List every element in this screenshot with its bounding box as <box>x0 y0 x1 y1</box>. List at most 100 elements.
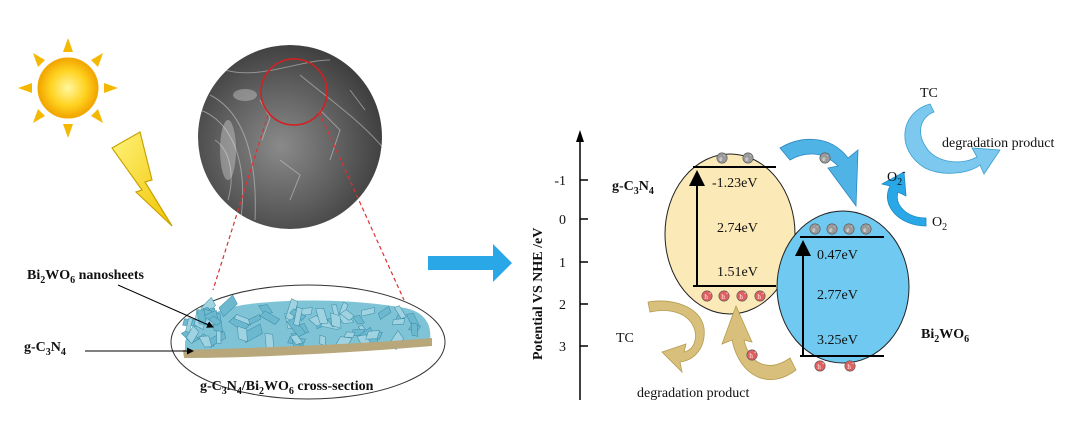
bwo-name-label: Bi2WO6 <box>921 327 969 345</box>
electron-dot: e- <box>826 223 838 235</box>
svg-text:e: e <box>812 226 815 234</box>
zoom-highlight-circle <box>260 58 328 126</box>
bwo-vb-value: 3.25eV <box>817 333 858 348</box>
nanosheet-tile <box>343 331 356 338</box>
bwo-cb-value: 0.47eV <box>817 248 858 263</box>
gcn-name-label: g-C3N4 <box>612 179 654 197</box>
o2-label: O2 <box>932 215 947 233</box>
electron-dot: e- <box>809 223 821 235</box>
tc-bottom-label: TC <box>616 331 634 346</box>
nanosheet-tile <box>361 307 375 317</box>
svg-text:+: + <box>744 292 747 297</box>
svg-text:-: - <box>750 154 752 159</box>
y-tick-label: 1 <box>559 256 566 271</box>
svg-text:+: + <box>754 351 757 356</box>
lightning-bolt-icon <box>111 131 173 227</box>
degradation-bottom-label: degradation product <box>637 386 749 401</box>
hole-dot: h+ <box>844 360 856 372</box>
electron-dot: e- <box>742 152 754 164</box>
degradation-top-label: degradation product <box>942 136 1054 151</box>
svg-text:-: - <box>834 225 836 230</box>
svg-text:h: h <box>704 293 708 301</box>
svg-text:h: h <box>847 363 851 371</box>
svg-text:-: - <box>827 154 829 159</box>
hole-dot: h+ <box>701 290 713 302</box>
bwo-band: 0.47eV 2.77eV 3.25eV e-e-e-e- h+h+ <box>776 210 910 372</box>
y-tick-label: 3 <box>559 340 566 355</box>
svg-text:h: h <box>817 363 821 371</box>
sem-image <box>198 45 382 229</box>
hole-dot: h+ <box>718 290 730 302</box>
o2-minus-label: O2- <box>887 167 905 188</box>
electron-dot: e- <box>819 152 831 164</box>
nanosheet-tile <box>218 294 238 318</box>
electron-dot: e- <box>843 223 855 235</box>
hole-dot: h+ <box>754 290 766 302</box>
y-tick-label: 2 <box>559 298 566 313</box>
nanosheet-tile <box>319 334 326 347</box>
svg-text:+: + <box>852 362 855 367</box>
hole-transfer-arrow <box>721 304 797 380</box>
bwo-gap-value: 2.77eV <box>817 288 858 303</box>
nanosheet-tile <box>392 318 405 326</box>
nanosheet-tile <box>339 309 356 321</box>
transition-arrow-icon <box>428 244 512 282</box>
svg-text:h: h <box>757 293 761 301</box>
nanosheet-tile <box>237 325 248 342</box>
gcn-vb-value: 1.51eV <box>717 265 758 280</box>
gcn-layer <box>183 338 432 358</box>
nanosheet-tile <box>248 314 261 325</box>
nanosheet-tile <box>208 315 223 326</box>
svg-text:e: e <box>745 155 748 163</box>
nanosheet-pointer-arrow <box>117 284 214 328</box>
svg-text:-: - <box>817 225 819 230</box>
hole-dot: h+ <box>736 290 748 302</box>
gcn-gap-value: 2.74eV <box>717 221 758 236</box>
nanosheet-tile <box>378 305 392 320</box>
nanosheet-tile <box>330 312 342 329</box>
y-tick-label: -1 <box>554 174 566 189</box>
sun-icon <box>18 38 118 138</box>
svg-text:-: - <box>868 225 870 230</box>
svg-text:e: e <box>846 226 849 234</box>
svg-text:h: h <box>739 293 743 301</box>
electron-dot: e- <box>860 223 872 235</box>
svg-text:e: e <box>863 226 866 234</box>
zoom-line-left <box>212 114 269 291</box>
nanosheet-tile <box>289 334 304 345</box>
svg-text:e: e <box>822 155 825 163</box>
svg-text:+: + <box>822 362 825 367</box>
svg-text:+: + <box>762 292 765 297</box>
svg-text:e: e <box>719 155 722 163</box>
svg-text:e: e <box>829 226 832 234</box>
svg-text:h: h <box>721 293 725 301</box>
bottom-degradation-arrow <box>647 300 705 374</box>
hole-dot: h+ <box>814 360 826 372</box>
electron-dot: e- <box>716 152 728 164</box>
svg-text:-: - <box>851 225 853 230</box>
hole-dot: h+ <box>746 349 758 361</box>
tc-top-label: TC <box>920 86 938 101</box>
y-tick-label: 0 <box>559 213 566 228</box>
gcn-band: -1.23eV 2.74eV 1.51eV e-e- h+h+h+h+ <box>664 152 796 315</box>
gc3n4-label: g-C3N4 <box>24 340 66 358</box>
nanosheet-tile <box>293 306 303 327</box>
oxygen-reduction-arrow <box>880 171 927 227</box>
nanosheet-tile <box>259 310 281 325</box>
cross-section-label: g-C3N4/Bi2WO6 cross-section <box>200 379 374 397</box>
nanosheet-tile <box>185 317 193 333</box>
nanosheet-tile <box>365 330 380 340</box>
zoom-line-right <box>318 111 405 301</box>
nanosheet-tile <box>233 314 254 326</box>
bi2wo6-nanosheets-label: Bi2WO6 nanosheets <box>27 268 145 286</box>
svg-text:+: + <box>709 292 712 297</box>
nanosheet-tile <box>315 307 329 324</box>
nanosheet-tile <box>352 315 365 325</box>
svg-text:+: + <box>726 292 729 297</box>
svg-text:h: h <box>749 352 753 360</box>
electron-transfer-arrow <box>779 139 859 208</box>
nanosheet-tile <box>410 322 419 337</box>
cross-section-ellipse <box>170 284 446 400</box>
